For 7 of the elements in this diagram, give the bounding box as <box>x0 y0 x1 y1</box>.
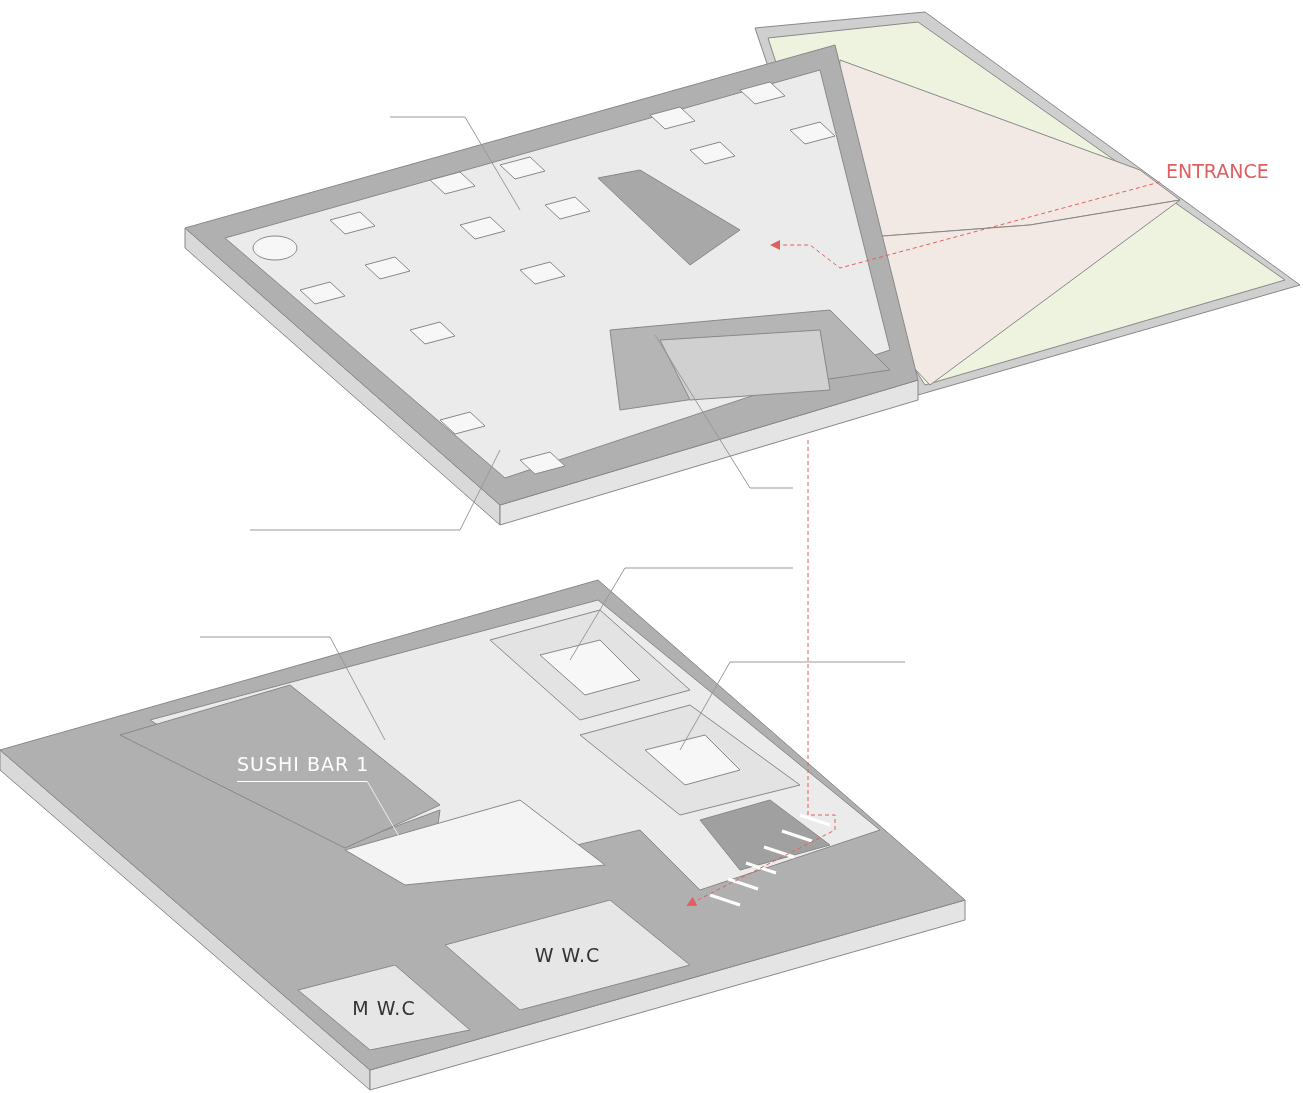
leader-line <box>366 780 401 839</box>
restroom-room <box>445 900 690 1010</box>
room-label: W W.C <box>534 944 601 966</box>
entrance-label: ENTRANCE <box>1166 160 1269 182</box>
label-text: SUSHI BAR 1 <box>237 753 370 775</box>
room-label: M W.C <box>352 996 416 1019</box>
restroom-room <box>298 965 470 1050</box>
